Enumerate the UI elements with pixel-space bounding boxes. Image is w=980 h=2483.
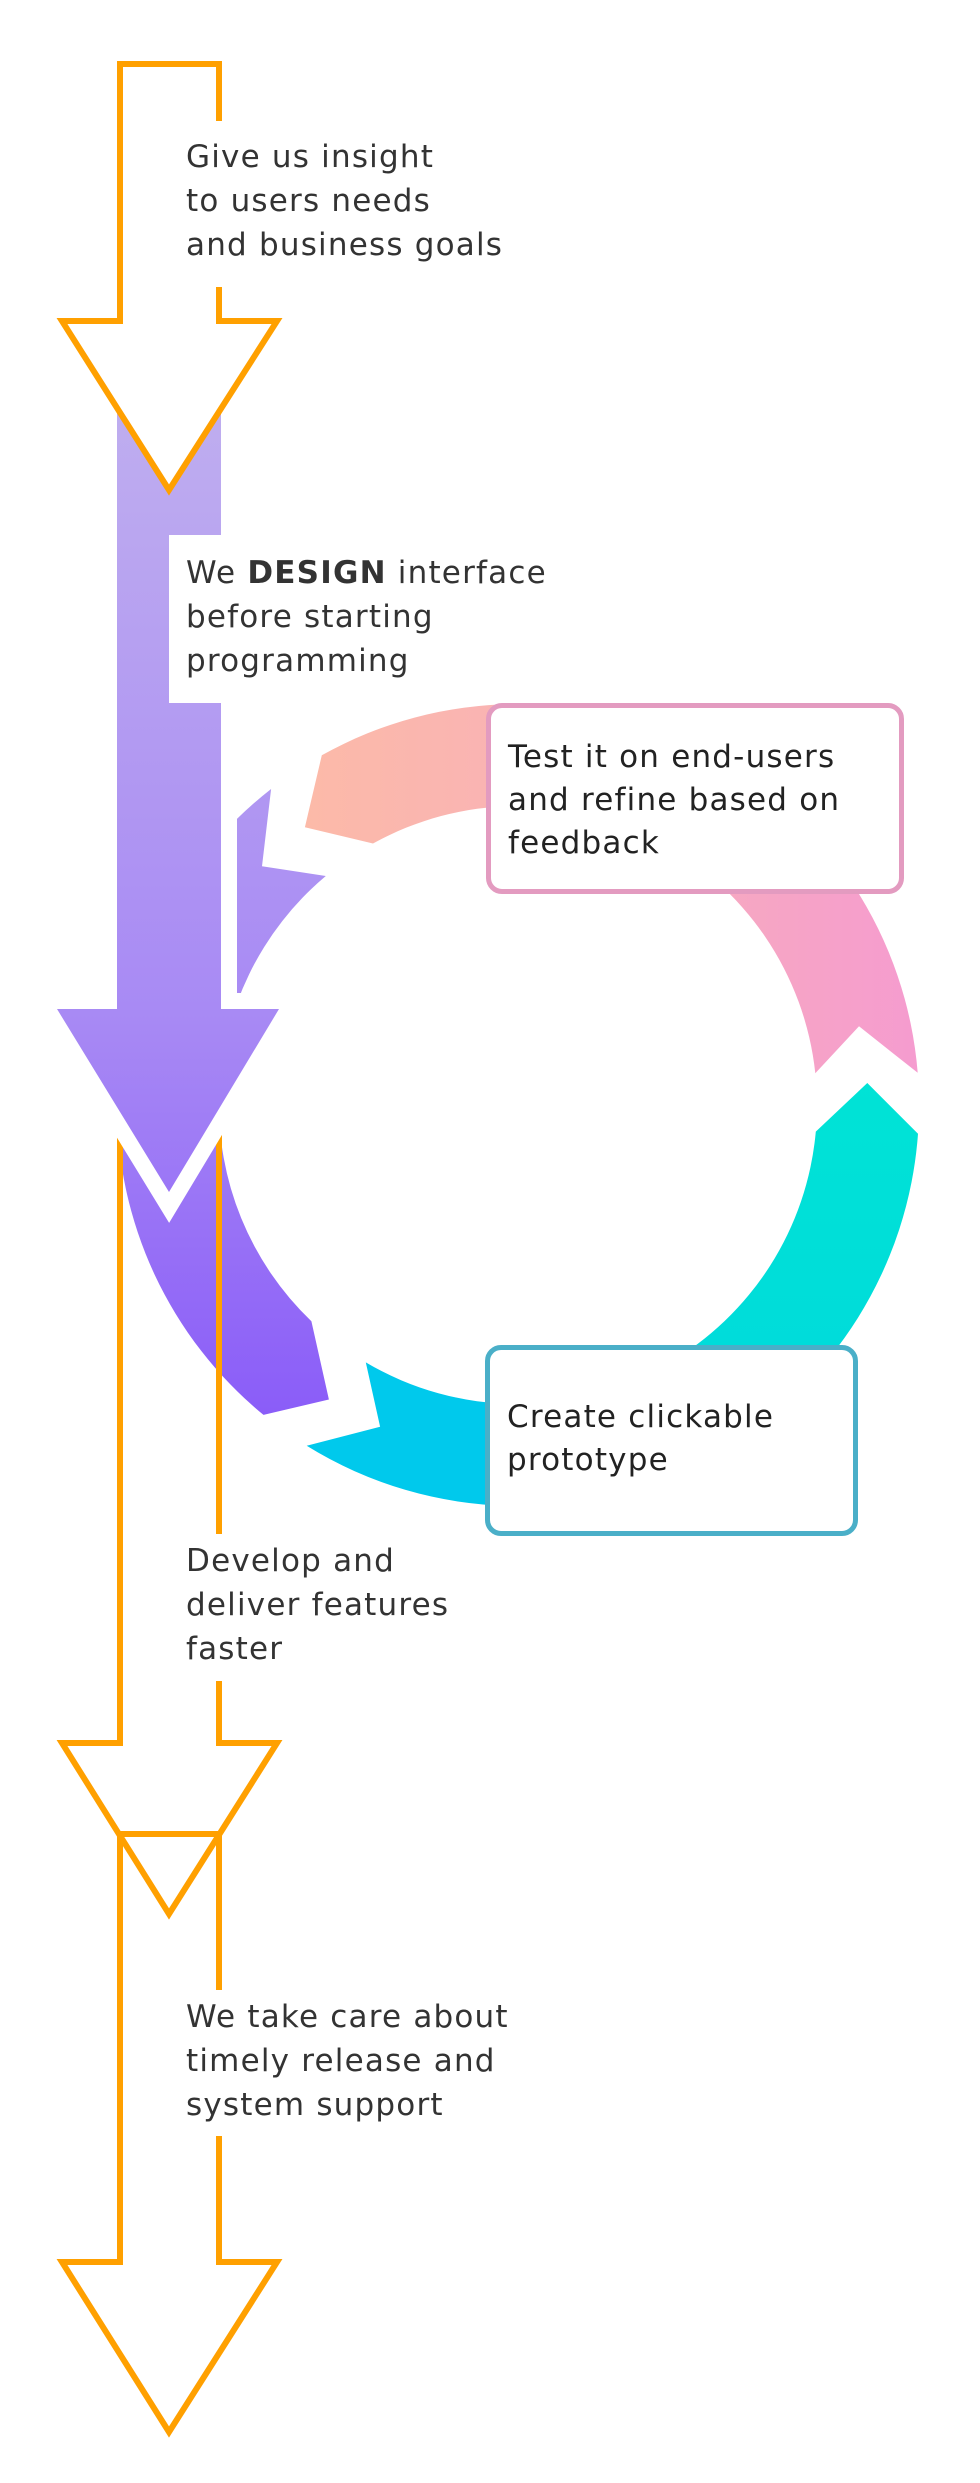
step-design-text: We DESIGN interface before starting prog…	[186, 551, 547, 683]
step-design-line: before starting	[186, 599, 434, 635]
step-develop-line: deliver features	[186, 1587, 450, 1623]
step-release-line: We take care about	[186, 1999, 509, 2035]
step-develop-line: Develop and	[186, 1543, 395, 1579]
prototype-step-line: Create clickable	[507, 1399, 775, 1435]
step-insight-text: Give us insight to users needs and busin…	[186, 135, 503, 267]
outline-arrow-develop	[56, 1097, 283, 1920]
test-step-line: and refine based on	[508, 782, 841, 818]
text-gap-3	[169, 1534, 229, 1681]
prototype-step-line: prototype	[507, 1442, 669, 1478]
design-suffix: interface	[386, 555, 547, 591]
step-develop-text: Develop and deliver features faster	[186, 1539, 449, 1671]
design-arrow	[28, 384, 308, 1223]
test-step-line: feedback	[508, 825, 661, 861]
design-emphasis: DESIGN	[247, 555, 387, 591]
step-design-line: programming	[186, 643, 410, 679]
text-gap-4	[169, 1990, 229, 2136]
step-release-text: We take care about timely release and sy…	[186, 1995, 509, 2127]
text-gap-2	[169, 535, 229, 703]
design-prefix: We	[186, 555, 248, 591]
step-release-line: system support	[186, 2087, 444, 2123]
test-step-box: Test it on end-users and refine based on…	[486, 703, 904, 894]
outline-arrow-release	[56, 1831, 283, 2438]
step-develop-line: faster	[186, 1631, 284, 1667]
text-gap-1	[169, 121, 229, 287]
step-release-line: timely release and	[186, 2043, 496, 2079]
step-design-line: We DESIGN interface	[186, 551, 547, 595]
prototype-step-box: Create clickable prototype	[485, 1345, 858, 1536]
step-insight-line: to users needs	[186, 183, 432, 219]
step-insight-line: Give us insight	[186, 139, 435, 175]
step-insight-line: and business goals	[186, 227, 504, 263]
test-step-line: Test it on end-users	[508, 739, 836, 775]
